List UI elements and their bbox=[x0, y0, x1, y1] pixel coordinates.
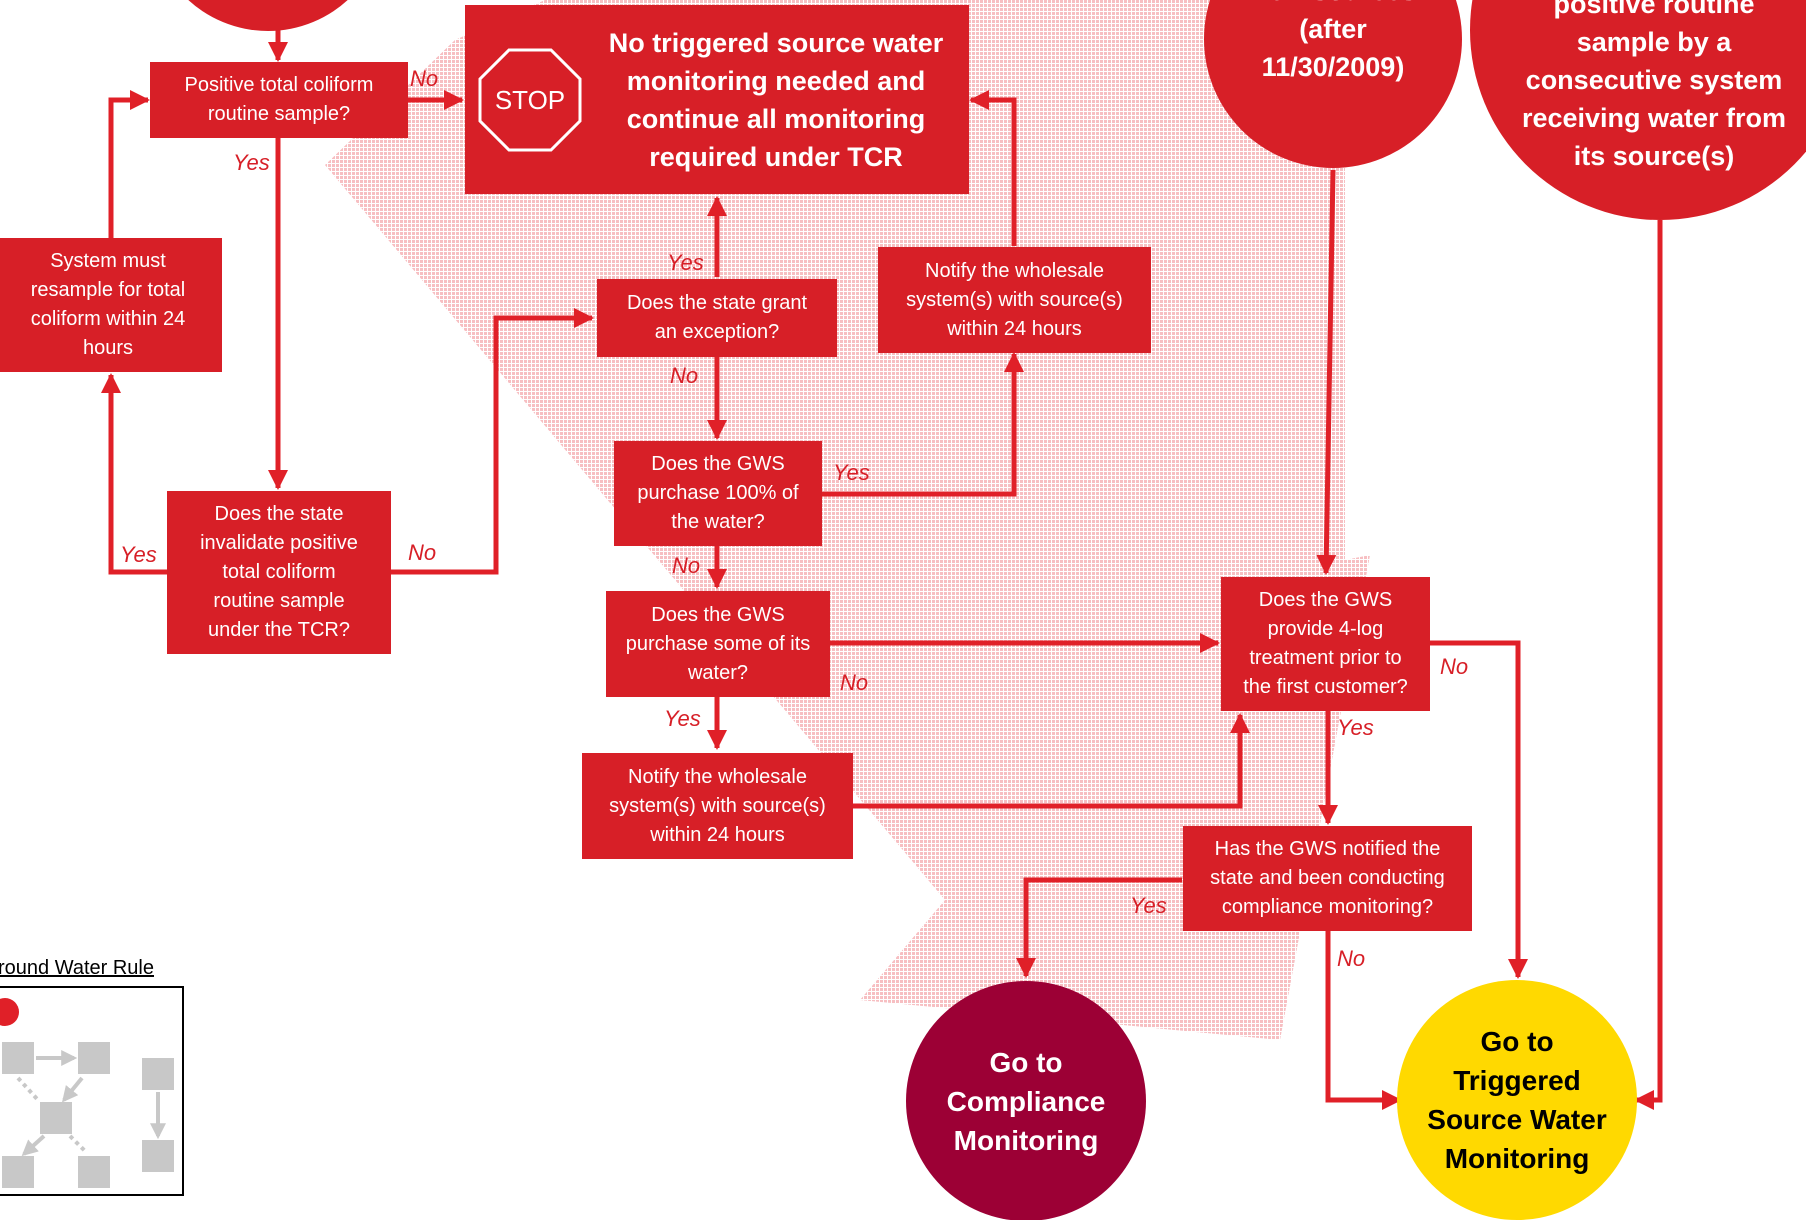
label-no-invalidate: No bbox=[408, 540, 437, 565]
label-no-purchase-all: No bbox=[672, 553, 701, 578]
purchase-some-text: Does the GWS purchase some of its water? bbox=[625, 603, 811, 684]
label-yes-purchase-all: Yes bbox=[833, 460, 870, 485]
stop-sign-label: STOP bbox=[494, 85, 566, 115]
label-no-four-log: No bbox=[1440, 654, 1469, 679]
state-exception-text: Does the state grant an exception? bbox=[626, 292, 808, 343]
triggered-monitoring-circle[interactable]: Go to Triggered Source Water Monitoring bbox=[1397, 980, 1637, 1220]
label-no-exception: No bbox=[670, 363, 699, 388]
notified-state-text: Has the GWS notified the state and been … bbox=[1210, 838, 1445, 918]
minimap-diagram bbox=[0, 998, 174, 1188]
arrow-purchase-all-yes bbox=[822, 352, 1024, 497]
positive-total-coliform-text: Positive total coliform routine sample? bbox=[184, 74, 374, 125]
label-yes-exception: Yes bbox=[667, 250, 704, 275]
legend-minimap[interactable] bbox=[0, 986, 184, 1196]
four-log-treatment-text: Does the GWS provide 4-log treatment pri… bbox=[1243, 589, 1408, 698]
purchase-all-text: Does the GWS purchase 100% of the water? bbox=[637, 453, 799, 533]
triggered-monitoring-text: Go to Triggered Source Water Monitoring bbox=[1427, 1026, 1607, 1174]
notify-wholesale-top-box: Notify the wholesale system(s) with sour… bbox=[878, 247, 1151, 353]
notify-wholesale-bottom-text: Notify the wholesale system(s) with sour… bbox=[609, 765, 826, 846]
arrow-invalidate-no bbox=[390, 308, 594, 575]
label-no-positive: No bbox=[410, 66, 439, 91]
notify-wholesale-bottom-box: Notify the wholesale system(s) with sour… bbox=[582, 753, 853, 859]
arrow-notified-no bbox=[1325, 931, 1402, 1110]
label-no-purchase-some: No bbox=[840, 670, 869, 695]
positive-total-coliform-box: Positive total coliform routine sample? bbox=[150, 62, 408, 138]
notified-state-box: Has the GWS notified the state and been … bbox=[1183, 826, 1472, 931]
invalidate-sample-text: Does the state invalidate positive total… bbox=[200, 503, 358, 641]
label-yes-notified: Yes bbox=[1130, 893, 1167, 918]
resample-text: System must resample for total coliform … bbox=[30, 250, 186, 359]
arrow-4log-no bbox=[1430, 640, 1528, 979]
arrow-notified-yes bbox=[1016, 877, 1182, 978]
four-log-treatment-box: Does the GWS provide 4-log treatment pri… bbox=[1221, 577, 1430, 711]
compliance-monitoring-circle[interactable]: Go to Compliance Monitoring bbox=[906, 981, 1146, 1220]
legend-title: round Water Rule bbox=[0, 957, 154, 979]
invalidate-sample-box: Does the state invalidate positive total… bbox=[167, 491, 391, 654]
arrow-consecutive-to-triggered bbox=[1634, 220, 1663, 1110]
no-monitoring-needed-text: No triggered source water monitoring nee… bbox=[608, 27, 944, 172]
stop-sign-icon bbox=[478, 48, 582, 152]
consecutive-system-text: positive routine sample by a consecutive… bbox=[1521, 0, 1787, 171]
label-yes-purchase-some: Yes bbox=[664, 706, 701, 731]
state-exception-box: Does the state grant an exception? bbox=[597, 279, 837, 357]
label-yes-four-log: Yes bbox=[1337, 715, 1374, 740]
label-yes-invalidate: Yes bbox=[120, 542, 157, 567]
label-yes-positive: Yes bbox=[233, 150, 270, 175]
purchase-all-box: Does the GWS purchase 100% of the water? bbox=[614, 441, 822, 546]
arrow-notify-bottom-to-4log bbox=[853, 713, 1250, 809]
arrow-notify-top-to-stop bbox=[969, 90, 1017, 246]
notify-wholesale-top-text: Notify the wholesale system(s) with sour… bbox=[906, 259, 1123, 340]
compliance-monitoring-text: Go to Compliance Monitoring bbox=[946, 1046, 1106, 1156]
resample-box: System must resample for total coliform … bbox=[0, 238, 222, 372]
purchase-some-box: Does the GWS purchase some of its water? bbox=[606, 591, 830, 697]
no-monitoring-needed-box: No triggered source water monitoring nee… bbox=[465, 5, 969, 194]
arrow-invalidate-yes bbox=[101, 373, 168, 575]
arrow-resample-to-positive bbox=[108, 90, 150, 240]
arrow-new-sources-to-4log bbox=[1316, 169, 1337, 575]
new-sources-text: New sources (after 11/30/2009) bbox=[1250, 0, 1417, 82]
label-no-notified: No bbox=[1337, 946, 1366, 971]
